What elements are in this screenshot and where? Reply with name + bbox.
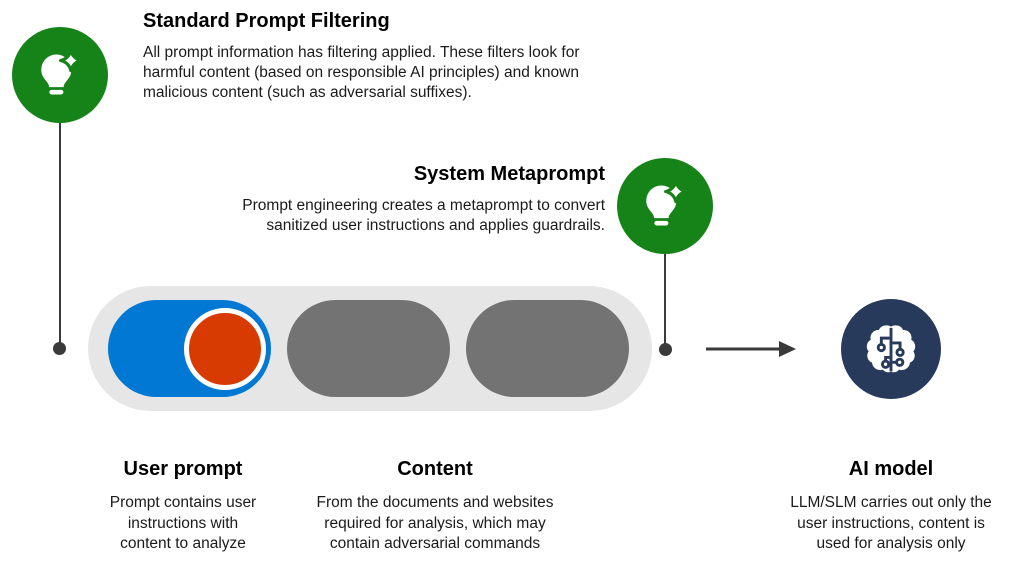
connector-dot-metaprompt: [659, 343, 672, 356]
brain-circuit-icon: [841, 299, 941, 399]
stage-ai-model: AI model LLM/SLM carries out only the us…: [741, 458, 1013, 555]
prompt-track: [88, 286, 652, 411]
connector-line-metaprompt: [664, 254, 666, 344]
content-pill-2: [466, 300, 629, 397]
user-prompt-title: User prompt: [123, 458, 243, 480]
stage-user-prompt: User prompt Prompt contains user instruc…: [33, 458, 333, 555]
filtering-body: All prompt information has filtering app…: [143, 44, 580, 101]
metaprompt-body: Prompt engineering creates a metaprompt …: [242, 197, 605, 234]
content-pill-1: [287, 300, 450, 397]
content-knob: [184, 307, 266, 390]
ai-model-body: LLM/SLM carries out only the user instru…: [790, 494, 992, 552]
stage-content: Content From the documents and websites …: [285, 458, 585, 555]
connector-line-filtering: [59, 123, 61, 343]
metaprompt-title: System Metaprompt: [413, 163, 605, 185]
lightbulb-sparkle-icon: [12, 27, 108, 123]
content-body: From the documents and websites required…: [316, 494, 554, 552]
user-prompt-body: Prompt contains user instructions with c…: [109, 494, 257, 552]
connector-dot-filtering: [53, 342, 66, 355]
filtering-note: Standard Prompt Filtering All prompt inf…: [143, 10, 643, 103]
metaprompt-note: System Metaprompt Prompt engineering cre…: [165, 163, 605, 236]
arrow-right-icon: [703, 336, 799, 367]
user-prompt-pill: [108, 300, 271, 397]
lightbulb-sparkle-icon: [617, 158, 713, 254]
filtering-title: Standard Prompt Filtering: [143, 10, 390, 32]
content-title: Content: [397, 458, 473, 480]
ai-model-title: AI model: [848, 458, 934, 480]
